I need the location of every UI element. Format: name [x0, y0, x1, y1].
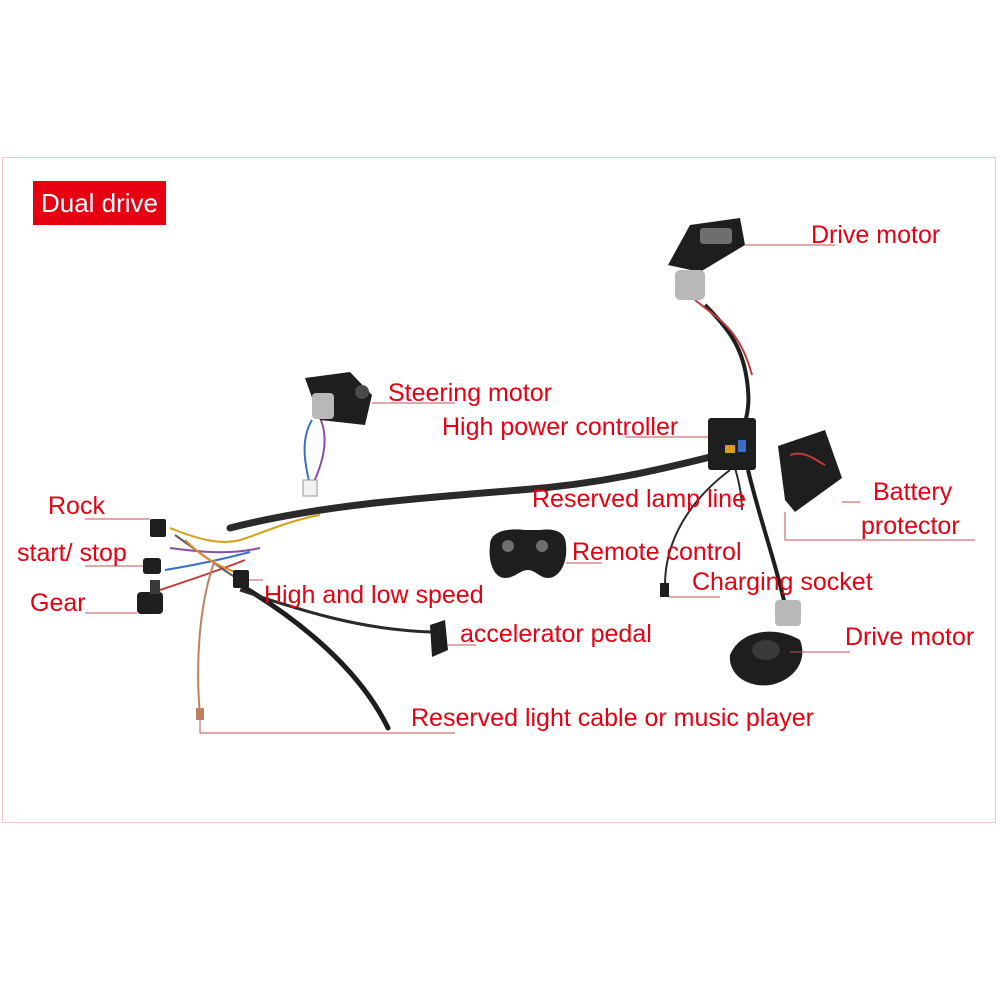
main-cable [226, 448, 734, 532]
start-stop-switch [143, 558, 161, 574]
colored-wire-bundle [159, 514, 321, 591]
label-start-stop: start/ stop [17, 539, 127, 567]
label-drive-motor-bottom: Drive motor [845, 623, 975, 651]
steering-motor-wires [303, 419, 313, 486]
label-reserved-lamp-line: Reserved lamp line [532, 485, 746, 513]
rock-switch [150, 519, 166, 537]
reserved-cable-end [196, 708, 204, 720]
dual-drive-badge: Dual drive [33, 181, 166, 225]
battery-protector [778, 430, 842, 512]
charging-socket [660, 583, 669, 597]
steering-connector [302, 479, 318, 497]
controller [708, 418, 756, 470]
diagram-frame [2, 157, 996, 823]
label-accelerator-pedal: accelerator pedal [460, 620, 652, 648]
gear-switch [137, 580, 163, 614]
label-steering-motor: Steering motor [388, 379, 552, 407]
label-charging-socket: Charging socket [692, 568, 873, 596]
label-protector: protector [861, 512, 960, 540]
drive-motor-bottom [729, 600, 803, 686]
bottom-motor-cable [746, 469, 787, 606]
label-drive-motor-top: Drive motor [811, 221, 941, 249]
label-reserved-light-cable: Reserved light cable or music player [411, 704, 814, 732]
label-high-power-controller: High power controller [442, 413, 679, 441]
label-remote-control: Remote control [572, 538, 742, 566]
charging-socket-wire [664, 469, 731, 586]
pedal-cable [239, 588, 433, 634]
leader-reserved-light-cable [199, 720, 455, 734]
label-gear: Gear [30, 589, 86, 617]
label-rock: Rock [48, 492, 105, 520]
reserved-light-wire [197, 559, 216, 716]
label-battery: Battery [873, 478, 953, 506]
steering-motor [305, 372, 372, 425]
drive-motor-top [668, 218, 745, 300]
remote-control [489, 529, 567, 578]
leader-protector [784, 512, 975, 541]
accelerator-pedal [430, 620, 448, 657]
high-low-speed-switch [233, 570, 249, 588]
label-high-low-speed: High and low speed [264, 581, 484, 609]
leader-lines [85, 244, 975, 734]
